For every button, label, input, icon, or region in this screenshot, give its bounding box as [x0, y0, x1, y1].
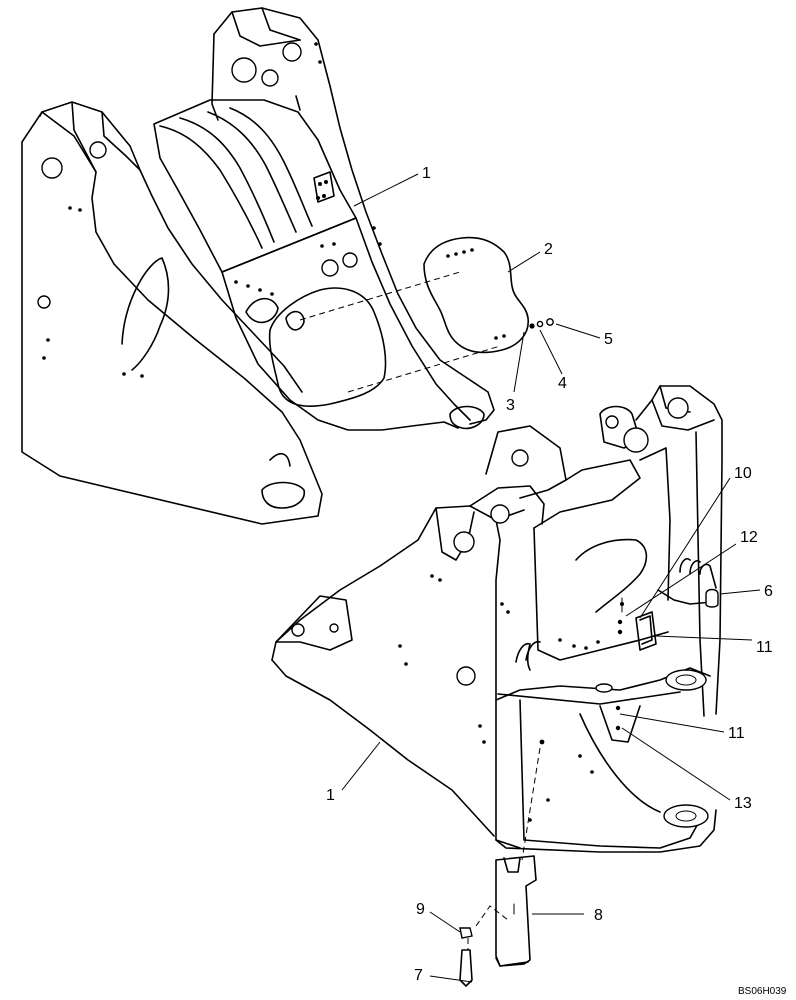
callout-11-a: 11: [756, 639, 773, 656]
callout-2: 2: [544, 241, 553, 258]
callout-3: 3: [506, 397, 515, 414]
figure-reference: BS06H039: [738, 986, 787, 997]
callout-12: 12: [740, 529, 758, 546]
pin-item-7: [459, 949, 473, 987]
callout-11-b: 11: [728, 725, 745, 742]
cover-plate-item-2: [423, 236, 529, 354]
callout-4: 4: [558, 375, 567, 392]
callout-13: 13: [734, 795, 752, 812]
callout-8: 8: [594, 907, 603, 924]
assembly-line: [347, 345, 501, 393]
assembly-line: [521, 747, 541, 861]
callout-1-top: 1: [422, 165, 431, 182]
lock-bar-item-8: [495, 855, 537, 967]
callout-7: 7: [414, 967, 423, 984]
upper-loader-frame: [21, 7, 495, 525]
callout-6: 6: [764, 583, 773, 600]
leader-lines: [341, 173, 761, 983]
callout-10: 10: [734, 465, 752, 482]
callout-9: 9: [416, 901, 425, 918]
nut-item-9: [459, 905, 509, 950]
callout-5: 5: [604, 331, 613, 348]
callout-labels: 1 2 3 4 5 6 7 8 9 10 11 11 12 13 1: [326, 165, 773, 984]
lower-loader-frame: [271, 385, 723, 853]
callout-1-bottom: 1: [326, 787, 335, 804]
fastener-items-3-4-5: [529, 318, 554, 329]
assembly-line: [299, 271, 461, 321]
